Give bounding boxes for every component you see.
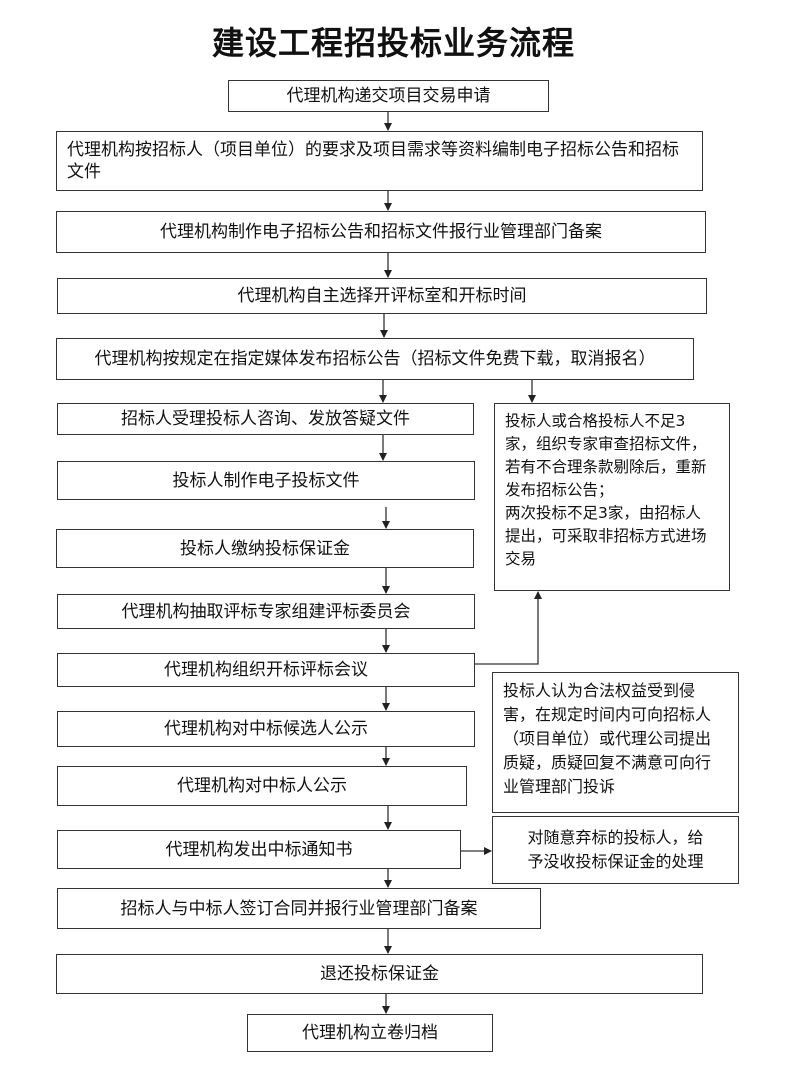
step-prepare-bid: 投标人制作电子投标文件 bbox=[57, 461, 475, 500]
step-label: 代理机构自主选择开评标室和开标时间 bbox=[237, 286, 527, 306]
note-text: 投标人或合格投标人不足3 家，组织专家审查招标文件， 若有不合理条款剔除后，重新… bbox=[505, 412, 707, 568]
step-file-with-authority: 代理机构制作电子招标公告和招标文件报行业管理部门备案 bbox=[56, 211, 706, 253]
note-complaint: 投标人认为合法权益受到侵 害，在规定时间内可向招标人 （项目单位）或代理公司提出… bbox=[492, 672, 739, 813]
step-label: 投标人缴纳投标保证金 bbox=[180, 538, 350, 559]
note-insufficient-bidders: 投标人或合格投标人不足3 家，组织专家审查招标文件， 若有不合理条款剔除后，重新… bbox=[494, 403, 730, 591]
note-text: 对随意弃标的投标人，给 予没收投标保证金的处理 bbox=[527, 828, 704, 871]
step-publicize-winner: 代理机构对中标人公示 bbox=[57, 766, 467, 806]
step-label: 代理机构对中标候选人公示 bbox=[164, 719, 368, 739]
note-text: 投标人认为合法权益受到侵 害，在规定时间内可向招标人 （项目单位）或代理公司提出… bbox=[503, 681, 712, 796]
step-publicize-candidates: 代理机构对中标候选人公示 bbox=[57, 711, 475, 747]
step-prepare-documents: 代理机构按招标人（项目单位）的要求及项目需求等资料编制电子招标公告和招标文件 bbox=[56, 131, 703, 191]
arrow-10-note bbox=[475, 591, 542, 665]
step-select-room-time: 代理机构自主选择开评标室和开标时间 bbox=[57, 278, 707, 314]
step-refund-deposit: 退还投标保证金 bbox=[56, 954, 703, 994]
step-label: 投标人制作电子投标文件 bbox=[172, 470, 360, 491]
step-sign-contract: 招标人与中标人签订合同并报行业管理部门备案 bbox=[57, 888, 541, 929]
step-label: 代理机构立卷归档 bbox=[302, 1023, 438, 1043]
step-label: 代理机构制作电子招标公告和招标文件报行业管理部门备案 bbox=[160, 222, 602, 242]
step-archive: 代理机构立卷归档 bbox=[247, 1014, 493, 1052]
step-label: 代理机构按规定在指定媒体发布招标公告（招标文件免费下载，取消报名） bbox=[94, 349, 656, 369]
step-submit-application: 代理机构递交项目交易申请 bbox=[228, 80, 549, 112]
step-form-committee: 代理机构抽取评标专家组建评标委员会 bbox=[57, 594, 475, 629]
step-label: 退还投标保证金 bbox=[320, 964, 439, 984]
step-publish-notice: 代理机构按规定在指定媒体发布招标公告（招标文件免费下载，取消报名） bbox=[56, 338, 694, 380]
step-opening-meeting: 代理机构组织开标评标会议 bbox=[57, 653, 475, 687]
step-label: 代理机构按招标人（项目单位）的要求及项目需求等资料编制电子招标公告和招标文件 bbox=[67, 140, 679, 182]
step-answer-inquiries: 招标人受理投标人咨询、发放答疑文件 bbox=[57, 403, 474, 435]
step-label: 代理机构对中标人公示 bbox=[177, 776, 347, 796]
step-award-notice: 代理机构发出中标通知书 bbox=[57, 830, 461, 869]
step-label: 代理机构发出中标通知书 bbox=[165, 839, 353, 860]
step-pay-deposit: 投标人缴纳投标保证金 bbox=[56, 529, 474, 568]
step-label: 招标人与中标人签订合同并报行业管理部门备案 bbox=[120, 898, 478, 919]
step-label: 代理机构递交项目交易申请 bbox=[286, 86, 491, 106]
step-label: 招标人受理投标人咨询、发放答疑文件 bbox=[121, 409, 410, 429]
step-label: 代理机构组织开标评标会议 bbox=[164, 660, 368, 680]
page-title: 建设工程招投标业务流程 bbox=[211, 24, 575, 62]
note-forfeit-deposit: 对随意弃标的投标人，给 予没收投标保证金的处理 bbox=[492, 816, 739, 884]
step-label: 代理机构抽取评标专家组建评标委员会 bbox=[121, 601, 411, 622]
